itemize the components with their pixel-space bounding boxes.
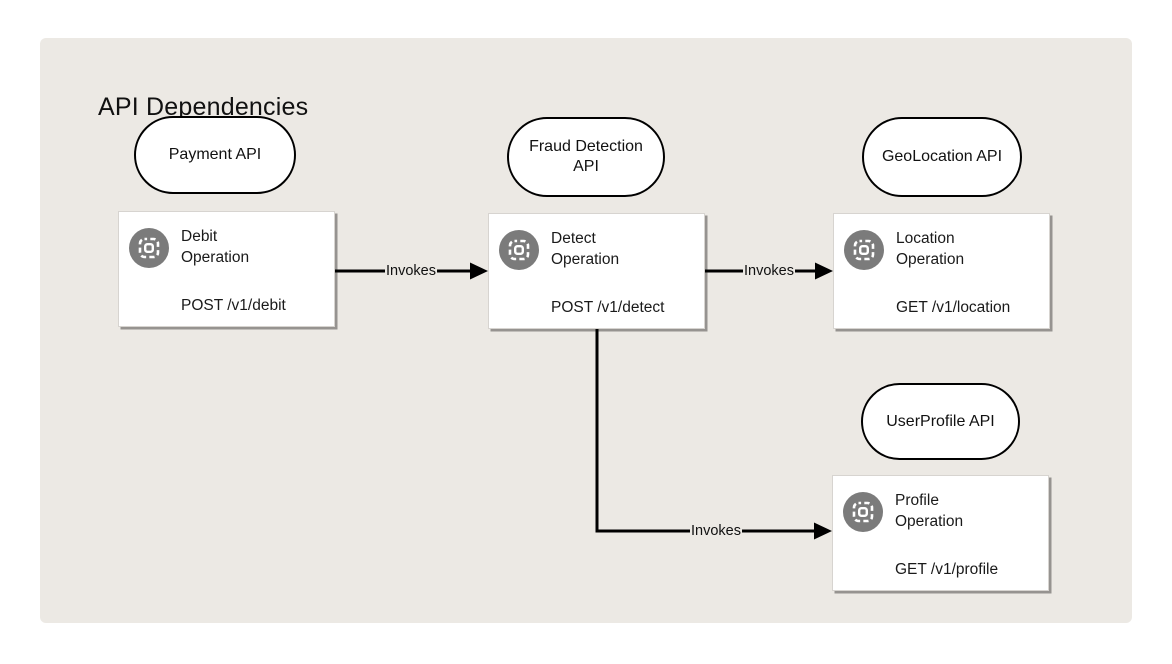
operation-node-detect: Detect Operation POST /v1/detect xyxy=(488,213,705,329)
operation-endpoint: POST /v1/debit xyxy=(181,297,286,314)
edge-label-invokes: Invokes xyxy=(690,523,742,539)
operation-icon xyxy=(499,230,539,270)
api-node-label: Fraud Detection API xyxy=(529,138,643,175)
operation-endpoint: POST /v1/detect xyxy=(551,299,665,316)
operation-icon xyxy=(129,228,169,268)
operation-title: Location Operation xyxy=(896,230,965,268)
operation-title: Debit Operation xyxy=(181,228,250,266)
api-node-userprofile: UserProfile API xyxy=(861,383,1020,460)
api-node-label: Payment API xyxy=(168,146,262,163)
edge-label-invokes: Invokes xyxy=(385,263,437,279)
edge-label-invokes: Invokes xyxy=(743,263,795,279)
api-node-geolocation: GeoLocation API xyxy=(862,117,1022,197)
operation-node-debit: Debit Operation POST /v1/debit xyxy=(118,211,335,327)
api-node-label: UserProfile API xyxy=(886,412,995,430)
operation-endpoint: GET /v1/location xyxy=(896,299,1011,316)
operation-title: Detect Operation xyxy=(551,230,620,268)
operation-icon xyxy=(843,492,883,532)
api-node-fraud-detection: Fraud Detection API xyxy=(507,117,665,197)
api-node-label: GeoLocation API xyxy=(881,148,1003,165)
api-node-payment: Payment API xyxy=(134,116,296,194)
operation-icon xyxy=(844,230,884,270)
operation-node-location: Location Operation GET /v1/location xyxy=(833,213,1050,329)
operation-title: Profile Operation xyxy=(895,492,964,530)
operation-endpoint: GET /v1/profile xyxy=(895,561,999,578)
operation-node-profile: Profile Operation GET /v1/profile xyxy=(832,475,1049,591)
